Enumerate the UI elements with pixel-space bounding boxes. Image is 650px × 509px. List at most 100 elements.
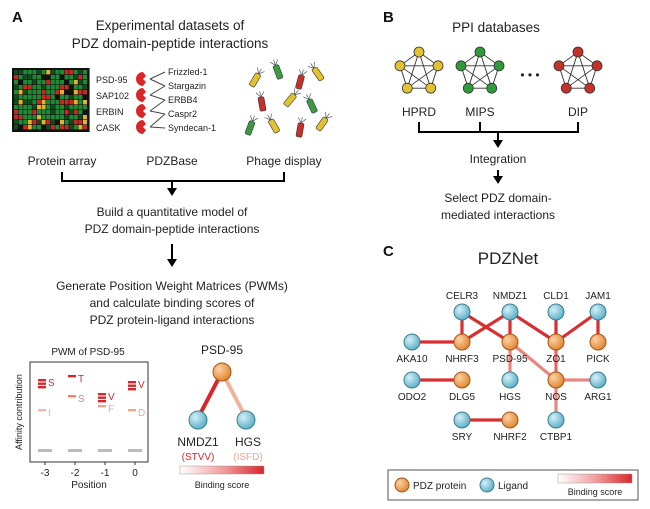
legend-pdz-label: PDZ protein	[413, 481, 466, 492]
heatmap-cell	[83, 80, 87, 85]
heatmap-cell	[23, 110, 28, 115]
heatmap-cell	[46, 90, 51, 95]
pdznet-node-label: NOS	[545, 392, 567, 403]
heatmap-cell	[50, 115, 55, 120]
pwm-bar	[128, 409, 136, 412]
pdznet-node-label: CLD1	[543, 291, 569, 302]
pdzbase-illustration: PSD-95 SAP102 ERBIN CASK Frizzled-1 Star…	[96, 67, 216, 134]
pwm-line2: and calculate binding scores of	[90, 296, 255, 310]
heatmap-cell	[37, 120, 41, 125]
mini-score-label: Binding score	[195, 480, 250, 490]
legend-score-bar	[557, 473, 633, 484]
heatmap-cell	[78, 80, 83, 85]
pdznet-node	[547, 333, 565, 351]
heatmap-cell	[50, 125, 55, 130]
panel-a-title-line1: Experimental datasets of	[96, 18, 245, 33]
phage-particle	[269, 59, 284, 80]
pwm-baseline-mark	[68, 449, 82, 452]
heatmap-cell	[41, 105, 46, 110]
heatmap-cell	[14, 70, 18, 75]
pdznet-node	[501, 411, 519, 429]
heatmap-cell	[14, 120, 18, 125]
heatmap-cell	[73, 80, 78, 85]
panel-a-title-line2: PDZ domain-peptide interactions	[72, 36, 269, 51]
heatmap-cell	[64, 80, 69, 85]
heatmap-cell	[32, 80, 37, 85]
heatmap-cell	[18, 100, 23, 105]
db-edge	[577, 51, 591, 89]
panel-b: B PPI databases • • • HPRD MIPS DIP Inte…	[383, 9, 603, 222]
pdznet-node-label: NHRF3	[445, 354, 479, 365]
heatmap-cell	[27, 115, 32, 120]
pwm-line1: Generate Position Weight Matrices (PWMs)	[56, 279, 288, 293]
mini-right-motif: (ISFD)	[233, 452, 262, 463]
heatmap-cell	[37, 80, 41, 85]
heatmap-cell	[73, 100, 78, 105]
pwm-baseline-mark	[128, 449, 142, 452]
panel-b-label: B	[383, 9, 394, 26]
phage-particle	[249, 67, 265, 88]
ligand-label-5: Syndecan-1	[168, 123, 216, 133]
heatmap-cell	[83, 75, 87, 80]
heatmap-cell	[64, 105, 69, 110]
heatmap-cell	[60, 90, 64, 95]
db-edge	[479, 51, 493, 89]
db-node	[572, 46, 584, 58]
pdznet-node-label: ZO1	[546, 354, 566, 365]
heatmap-cell	[55, 70, 60, 75]
protein-label-2: SAP102	[96, 91, 129, 101]
db-node	[455, 60, 467, 72]
heatmap-cell	[37, 85, 41, 90]
db-node	[591, 60, 603, 72]
pdznet-node-label: DLG5	[449, 392, 476, 403]
heatmap-cell	[64, 125, 69, 130]
heatmap-cell	[27, 100, 32, 105]
pdznet-node-label: NHRF2	[493, 432, 527, 443]
heatmap-cell	[46, 95, 51, 100]
pwm-title: PWM of PSD-95	[51, 347, 125, 358]
pdznet-node-label: HGS	[499, 392, 521, 403]
pdznet-node	[547, 371, 565, 389]
pdznet-edge	[508, 340, 558, 382]
model-arrow	[167, 244, 177, 267]
heatmap-cell	[46, 80, 51, 85]
heatmap-cell	[46, 115, 51, 120]
db-ellipsis: • • •	[520, 68, 539, 82]
pwm-chart: PWM of PSD-95 Affinity contribution Posi…	[14, 347, 149, 491]
heatmap-cell	[83, 85, 87, 90]
db-node	[493, 60, 505, 72]
pdznet-node	[547, 411, 565, 429]
heatmap-cell	[14, 115, 18, 120]
pwm-bar	[98, 393, 106, 396]
heatmap-cell	[64, 70, 69, 75]
heatmap-cell	[14, 100, 18, 105]
heatmap-cell	[23, 95, 28, 100]
pdznet-edges	[410, 310, 600, 422]
mini-right-node	[236, 410, 256, 430]
heatmap-cell	[41, 85, 46, 90]
heatmap-cell	[37, 95, 41, 100]
heatmap-cell	[46, 120, 51, 125]
heatmap-cell	[46, 100, 51, 105]
pdznet-legend: PDZ protein Ligand Binding score	[387, 469, 639, 501]
heatmap-cell	[55, 125, 60, 130]
pwm-residue-label: D	[138, 408, 145, 419]
heatmap-cell	[32, 100, 37, 105]
heatmap-cell	[23, 105, 28, 110]
heatmap-cell	[69, 75, 74, 80]
db-edge	[565, 51, 579, 89]
protein-label-3: ERBIN	[96, 107, 124, 117]
db-label-dip: DIP	[568, 105, 588, 119]
pwm-bar	[68, 375, 76, 378]
heatmap-cell	[83, 90, 87, 95]
heatmap-cell	[27, 120, 32, 125]
heatmap-cell	[18, 95, 23, 100]
heatmap-cell	[18, 110, 23, 115]
source-protein-array: Protein array	[28, 154, 97, 168]
pwm-tick-label: -3	[41, 468, 50, 479]
heatmap-cell	[14, 85, 18, 90]
psd95-mini-network: PSD-95 NMDZ1 (STVV) HGS (ISFD) Binding s…	[177, 343, 265, 490]
heatmap-cell	[83, 70, 87, 75]
heatmap-cell	[32, 90, 37, 95]
